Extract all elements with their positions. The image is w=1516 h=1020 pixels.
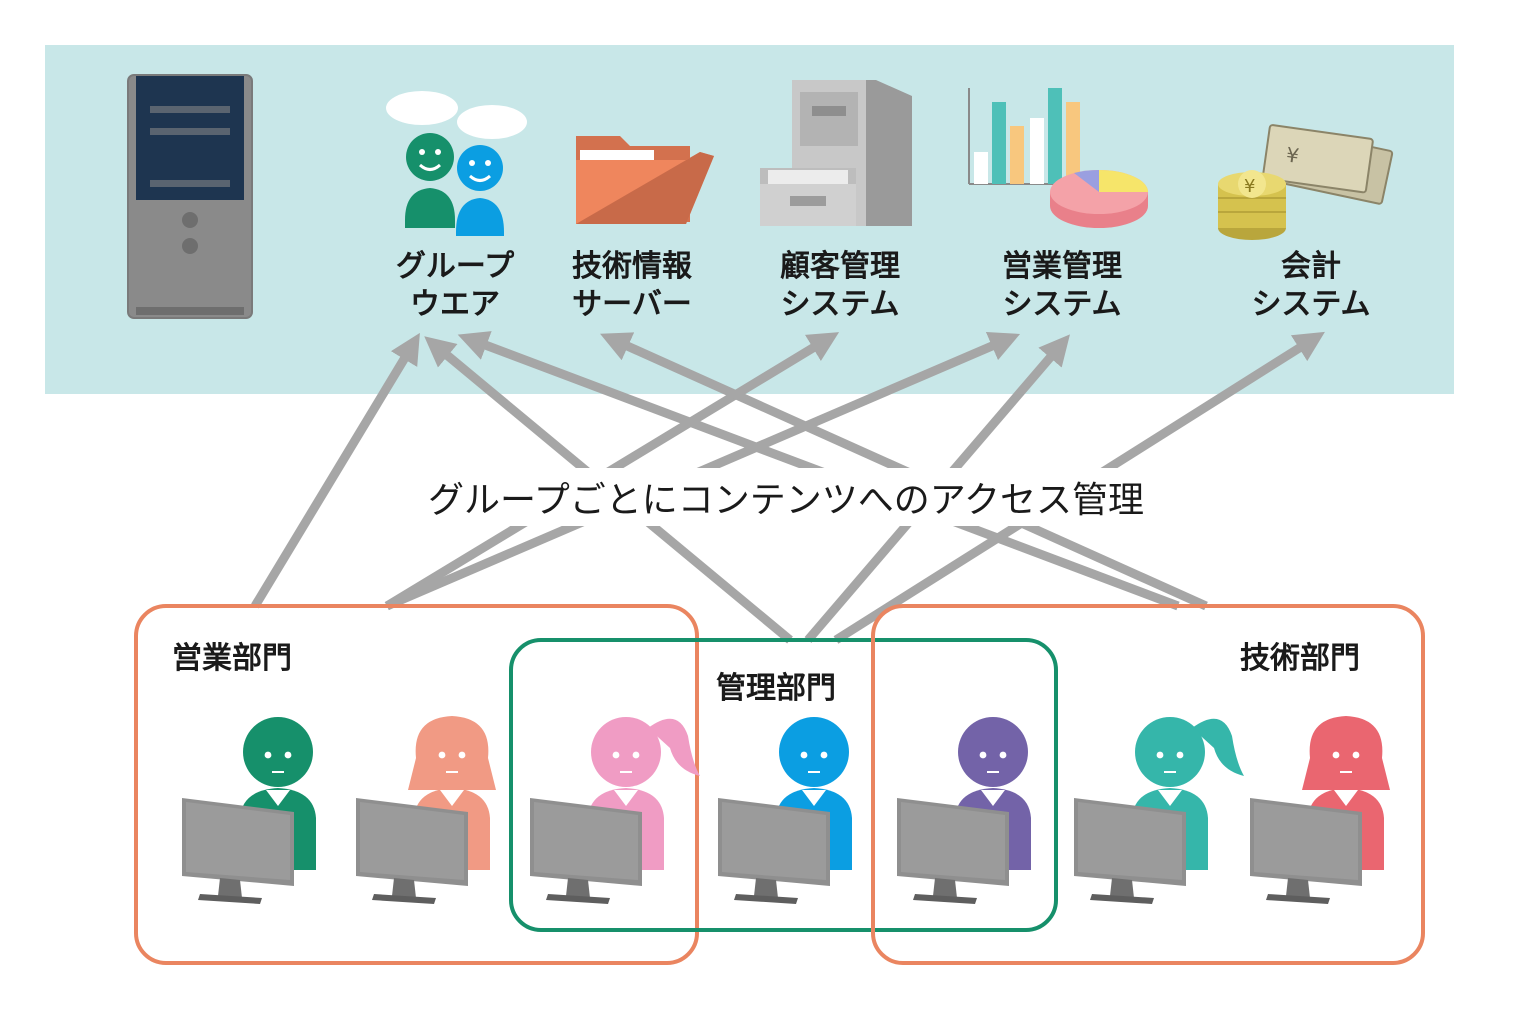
- arrow-sales-to-groupware: [251, 332, 420, 609]
- system-label-customer-1: 顧客管理: [780, 249, 900, 284]
- user-at-computer: [897, 717, 1031, 904]
- system-label-customer-2: システム: [780, 287, 899, 322]
- yen-money-icon: ¥ ¥: [1218, 124, 1394, 240]
- group-label-admin: 管理部門: [716, 671, 836, 706]
- svg-text:¥: ¥: [1285, 142, 1301, 168]
- user-at-computer: [1074, 717, 1244, 904]
- user-at-computer: [356, 716, 496, 904]
- system-label-tech-2: サーバー: [572, 287, 692, 322]
- user-at-computer: [1250, 716, 1390, 904]
- group-box-admin: [509, 638, 1058, 932]
- server-icon: [127, 74, 253, 319]
- chat-people-icon: [386, 91, 527, 236]
- user-at-computer: [718, 717, 852, 904]
- user-at-computer: [530, 717, 700, 904]
- file-cabinet-icon: [760, 80, 912, 226]
- system-label-sales-2: システム: [1002, 287, 1121, 322]
- bar-pie-chart-icon: [968, 88, 1148, 228]
- group-label-tech: 技術部門: [1240, 641, 1360, 676]
- svg-text:¥: ¥: [1244, 176, 1255, 197]
- center-caption: グループごとにコンテンツへのアクセス管理: [428, 480, 1144, 521]
- group-box-sales: [134, 604, 699, 965]
- group-label-sales: 営業部門: [172, 641, 292, 676]
- system-label-accounting-1: 会計: [1281, 249, 1341, 284]
- folder-icon: [576, 136, 714, 224]
- system-label-tech-1: 技術情報: [572, 249, 693, 284]
- system-label-sales-1: 営業管理: [1002, 249, 1122, 284]
- system-label-accounting-2: システム: [1251, 287, 1370, 322]
- user-at-computer: [182, 717, 316, 904]
- system-label-groupware-1: グループ: [396, 249, 515, 284]
- group-box-tech: [871, 604, 1425, 965]
- system-label-groupware-2: ウエア: [410, 287, 500, 322]
